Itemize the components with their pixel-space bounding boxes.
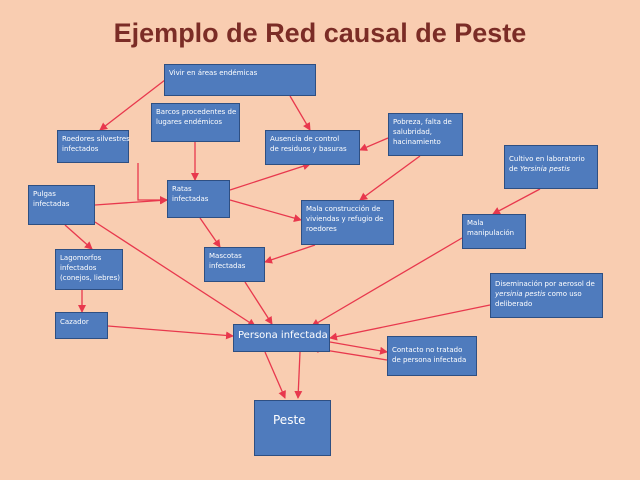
node-label: manipulación bbox=[467, 229, 515, 237]
node-label: infectadas bbox=[33, 200, 70, 208]
node-label: de persona infectada bbox=[392, 356, 467, 364]
arrow-persona-contacto bbox=[329, 341, 388, 355]
node-label: Pulgas bbox=[33, 190, 56, 198]
node-barcos: Barcos procedentes de lugares endémicos bbox=[151, 103, 240, 142]
node-label: Ratas bbox=[172, 185, 192, 193]
node-label: (conejos, liebres) bbox=[60, 274, 120, 282]
node-label: de Yersinia pestis bbox=[509, 164, 593, 174]
node-label: Mala construcción de bbox=[306, 205, 381, 213]
arrow-pobreza-mala-construccion bbox=[359, 155, 421, 201]
node-label: Diseminación por aerosol de bbox=[495, 280, 595, 288]
arrow-persona-peste-left bbox=[264, 351, 286, 399]
node-label: Persona infectada bbox=[238, 330, 328, 341]
node-roedores-silvestres: Roedores silvestres infectados bbox=[57, 130, 130, 163]
arrow-pulgas-lagomorfos bbox=[64, 224, 93, 250]
node-label: Mala bbox=[467, 219, 484, 227]
node-label: Mascotas bbox=[209, 252, 242, 260]
arrow-diseminacion-persona bbox=[329, 304, 491, 341]
node-pulgas-infectadas: Pulgas infectadas bbox=[28, 185, 95, 225]
node-label: Peste bbox=[273, 413, 306, 427]
node-label: Cultivo en laboratorio bbox=[509, 155, 585, 163]
node-label-part: como uso bbox=[545, 290, 582, 298]
arrow-mascotas-persona bbox=[244, 281, 273, 325]
node-diseminacion-aerosol: Diseminación por aerosol de yersinia pes… bbox=[490, 273, 603, 318]
node-pobreza: Pobreza, falta de salubridad, hacinamien… bbox=[388, 113, 463, 156]
node-label: Vivir en áreas endémicas bbox=[169, 69, 258, 77]
node-cazador: Cazador bbox=[55, 312, 108, 339]
node-label: Contacto no tratado bbox=[392, 346, 463, 354]
node-mala-manipulacion: Mala manipulación bbox=[462, 214, 526, 249]
node-label: infectadas bbox=[172, 195, 209, 203]
node-label: salubridad, bbox=[393, 128, 432, 136]
arrow-cazador-persona bbox=[107, 325, 234, 340]
node-label-part: de bbox=[509, 165, 520, 173]
arrow-mala-manipulacion-persona bbox=[311, 237, 463, 327]
node-label: de residuos y basuras bbox=[270, 145, 347, 153]
node-label: viviendas y refugio de bbox=[306, 215, 384, 223]
node-label: deliberado bbox=[495, 300, 533, 308]
node-label: Pobreza, falta de bbox=[393, 118, 452, 126]
arrow-pulgas-ratas bbox=[94, 196, 168, 206]
node-lagomorfos: Lagomorfos infectados (conejos, liebres) bbox=[55, 249, 123, 290]
arrow-ratas-mala-construccion bbox=[229, 199, 302, 222]
node-label: Roedores silvestres bbox=[62, 135, 130, 143]
node-label: lugares endémicos bbox=[156, 118, 223, 126]
node-ausencia-control: Ausencia de control de residuos y basura… bbox=[265, 130, 360, 165]
node-label: hacinamiento bbox=[393, 138, 441, 146]
arrow-persona-peste-right bbox=[294, 351, 303, 399]
arrow-cultivo-mala-manipulacion bbox=[492, 188, 541, 215]
node-label: infectados bbox=[62, 145, 99, 153]
node-mascotas-infectadas: Mascotas infectadas bbox=[204, 247, 265, 282]
arrow-pobreza-ausencia bbox=[359, 137, 389, 151]
node-contacto-no-tratado: Contacto no tratado de persona infectada bbox=[387, 336, 477, 376]
node-label: yersinia pestis como uso bbox=[495, 289, 598, 299]
node-mala-construccion: Mala construcción de viviendas y refugio… bbox=[301, 200, 394, 245]
node-peste: Peste bbox=[254, 400, 331, 456]
arrow-ratas-ausencia bbox=[229, 162, 311, 191]
node-label: Lagomorfos bbox=[60, 254, 102, 262]
node-ratas-infectadas: Ratas infectadas bbox=[167, 180, 230, 218]
arrow-vivir-ausencia bbox=[289, 95, 311, 131]
node-vivir-areas-endemicas: Vivir en áreas endémicas bbox=[164, 64, 316, 96]
node-label: roedores bbox=[306, 225, 337, 233]
arrow-roedores-ratas bbox=[137, 163, 168, 204]
node-label: Cazador bbox=[60, 318, 89, 326]
node-label-italic: yersinia pestis bbox=[495, 290, 546, 298]
node-label: infectados bbox=[60, 264, 97, 272]
arrow-mala-construccion-mascotas bbox=[264, 244, 316, 264]
node-persona-infectada: Persona infectada bbox=[233, 324, 330, 352]
arrow-ratas-mascotas bbox=[199, 217, 221, 248]
node-label-italic: Yersinia pestis bbox=[519, 165, 570, 173]
arrow-vivir-roedores bbox=[99, 79, 166, 131]
node-label: Ausencia de control bbox=[270, 135, 340, 143]
arrow-pulgas-persona bbox=[94, 221, 256, 327]
diagram-title: Ejemplo de Red causal de Peste bbox=[113, 18, 527, 48]
node-label: infectadas bbox=[209, 262, 246, 270]
node-cultivo-laboratorio: Cultivo en laboratorio de Yersinia pesti… bbox=[504, 145, 598, 189]
node-label: Barcos procedentes de bbox=[156, 108, 237, 116]
